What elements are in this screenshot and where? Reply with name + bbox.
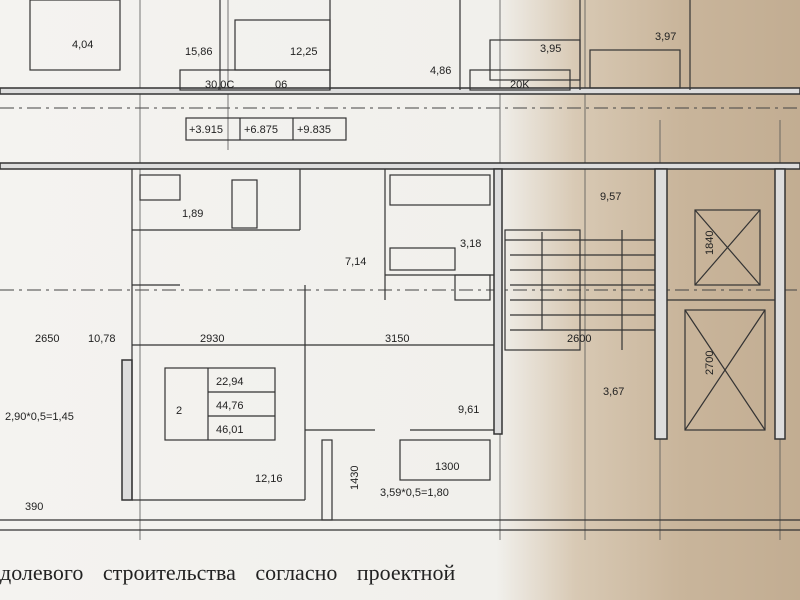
document-caption: долевого строительства согласно проектно… — [0, 560, 456, 585]
apartment-area: 44,76 — [216, 400, 244, 412]
dimension: 1840 — [704, 231, 716, 255]
room-area: 9,57 — [600, 191, 621, 203]
room-area: 12,16 — [255, 473, 283, 485]
elevator-shafts — [667, 209, 775, 431]
dimension: 2650 — [35, 333, 59, 345]
room-area: 15,86 — [185, 46, 213, 58]
balcony-area: 2,90*0,5=1,45 — [5, 411, 74, 423]
room-area: 4,04 — [72, 39, 93, 51]
dimension: 2930 — [200, 333, 224, 345]
room-area: 1,89 — [182, 208, 203, 220]
room-area: 3,97 — [655, 31, 676, 43]
balcony-label: 20K — [510, 79, 530, 91]
room-area: 9,61 — [458, 404, 479, 416]
apartment-2-walls — [121, 168, 503, 521]
balcony-area: 3,59*0,5=1,80 — [380, 487, 449, 499]
dimension: 1430 — [349, 466, 361, 490]
dimension: 2600 — [567, 333, 591, 345]
dimension: 3150 — [385, 333, 409, 345]
staircase — [504, 168, 786, 440]
apartment-area: 46,01 — [216, 424, 244, 436]
room-area: 3,95 — [540, 43, 561, 55]
elevation-table — [185, 117, 347, 141]
room-area: 3,67 — [603, 386, 624, 398]
room-area: 3,18 — [460, 238, 481, 250]
apartment-area: 22,94 — [216, 376, 244, 388]
room-area: 10,78 — [88, 333, 116, 345]
apartment-number: 2 — [176, 405, 182, 417]
room-area: 4,86 — [430, 65, 451, 77]
room-area: 12,25 — [290, 46, 318, 58]
dimension: 2700 — [704, 351, 716, 375]
balcony-label: 30,0C — [205, 79, 234, 91]
room-area: 7,14 — [345, 256, 366, 268]
balcony-label: 06 — [275, 79, 287, 91]
elevation-value: +6.875 — [244, 124, 278, 136]
corridor-wall — [0, 162, 800, 170]
upper-apartments — [0, 0, 800, 95]
dimension: 390 — [25, 501, 43, 513]
dimension: 1300 — [435, 461, 459, 473]
elevation-value: +3.915 — [189, 124, 223, 136]
elevation-value: +9.835 — [297, 124, 331, 136]
